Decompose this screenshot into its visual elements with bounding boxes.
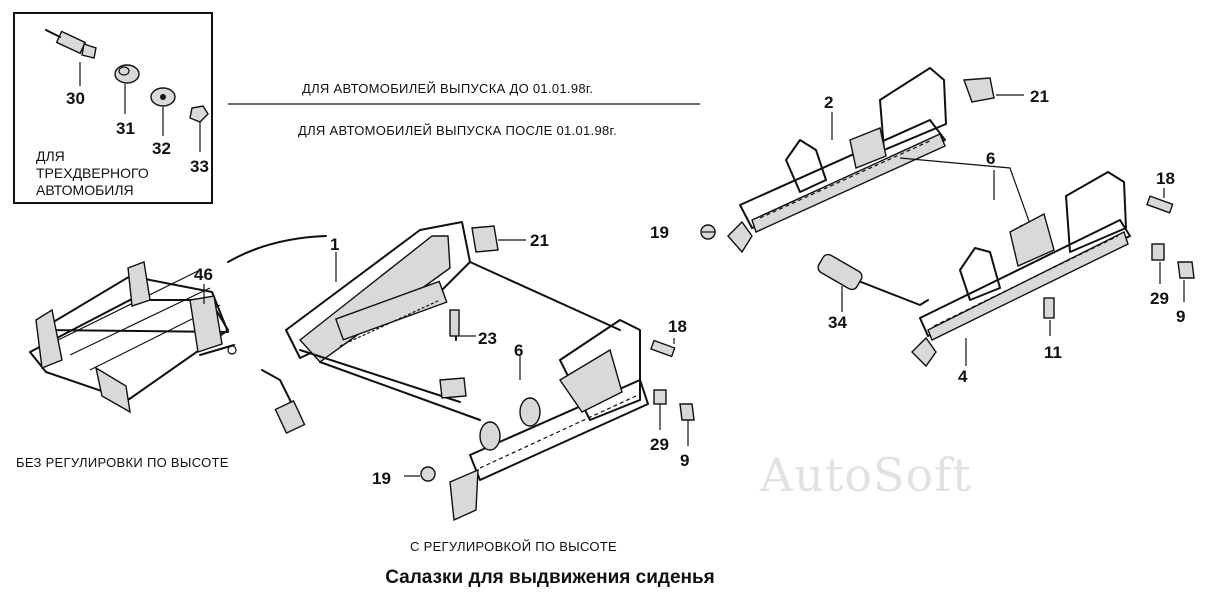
screw-29-mid-drawing xyxy=(653,389,667,430)
seat-frame-1-drawing xyxy=(261,221,649,522)
watermark: AutoSoft xyxy=(760,448,972,502)
fastener-21-top-drawing xyxy=(963,77,1024,103)
fastener-21-mid-drawing xyxy=(471,225,526,253)
bushing-31-drawing xyxy=(114,64,140,114)
callout-21-top: 21 xyxy=(1030,87,1049,106)
nut-33-drawing xyxy=(189,105,209,152)
callout-18-right: 18 xyxy=(1156,169,1175,188)
callout-30: 30 xyxy=(66,89,85,108)
bolt-30-drawing xyxy=(45,29,97,86)
clip-9-mid-drawing xyxy=(679,403,695,446)
diagram-title: Салазки для выдвижения сиденья xyxy=(385,567,715,588)
callout-9-right: 9 xyxy=(1176,307,1186,326)
screw-29-right-drawing xyxy=(1151,243,1165,284)
bolt-18-right-drawing xyxy=(1146,188,1174,214)
callout-29-mid: 29 xyxy=(650,435,669,454)
callout-2: 2 xyxy=(824,93,834,112)
pin-19-right-drawing xyxy=(700,224,716,240)
bolt-18-mid-drawing xyxy=(650,338,676,358)
callout-31: 31 xyxy=(116,119,135,138)
callout-18-mid: 18 xyxy=(668,317,687,336)
bolt-23-drawing xyxy=(449,309,476,337)
callout-23: 23 xyxy=(478,329,497,348)
callout-19-mid: 19 xyxy=(372,469,391,488)
inset-note-line-2: ТРЕХДВЕРНОГО xyxy=(36,165,149,181)
callout-32: 32 xyxy=(152,139,171,158)
inset-note: ДЛЯ ТРЕХДВЕРНОГО АВТОМОБИЛЯ xyxy=(36,148,149,199)
seat-frame-46-drawing xyxy=(29,261,237,414)
callout-33: 33 xyxy=(190,157,209,176)
callout-11: 11 xyxy=(1044,343,1062,362)
caption-no-height-adjust: БЕЗ РЕГУЛИРОВКИ ПО ВЫСОТЕ xyxy=(16,455,229,470)
washer-32-drawing xyxy=(150,87,176,136)
clip-9-right-drawing xyxy=(1177,261,1195,302)
arrow-46-to-1 xyxy=(227,235,327,263)
callout-6-right: 6 xyxy=(986,149,996,168)
seat-rail-4-drawing xyxy=(817,171,1131,368)
inset-note-line-3: АВТОМОБИЛЯ xyxy=(36,182,134,198)
pin-19-mid-drawing xyxy=(404,466,436,482)
caption-with-height-adjust: С РЕГУЛИРОВКОЙ ПО ВЫСОТЕ xyxy=(410,539,618,554)
callout-4: 4 xyxy=(958,367,968,386)
callout-6-mid: 6 xyxy=(514,341,524,360)
callout-34: 34 xyxy=(828,313,847,332)
caption-after-1998: ДЛЯ АВТОМОБИЛЕЙ ВЫПУСКА ПОСЛЕ 01.01.98г. xyxy=(298,123,617,138)
callout-19-right: 19 xyxy=(650,223,669,242)
callout-1: 1 xyxy=(330,235,340,254)
callout-29-right: 29 xyxy=(1150,289,1169,308)
caption-before-1998: ДЛЯ АВТОМОБИЛЕЙ ВЫПУСКА ДО 01.01.98г. xyxy=(302,81,594,96)
callout-9-mid: 9 xyxy=(680,451,690,470)
inset-note-line-1: ДЛЯ xyxy=(36,148,65,164)
inset-frame xyxy=(13,12,213,204)
callout-46: 46 xyxy=(194,265,213,284)
bolt-11-drawing xyxy=(1043,297,1055,336)
callout-21-mid: 21 xyxy=(530,231,549,250)
